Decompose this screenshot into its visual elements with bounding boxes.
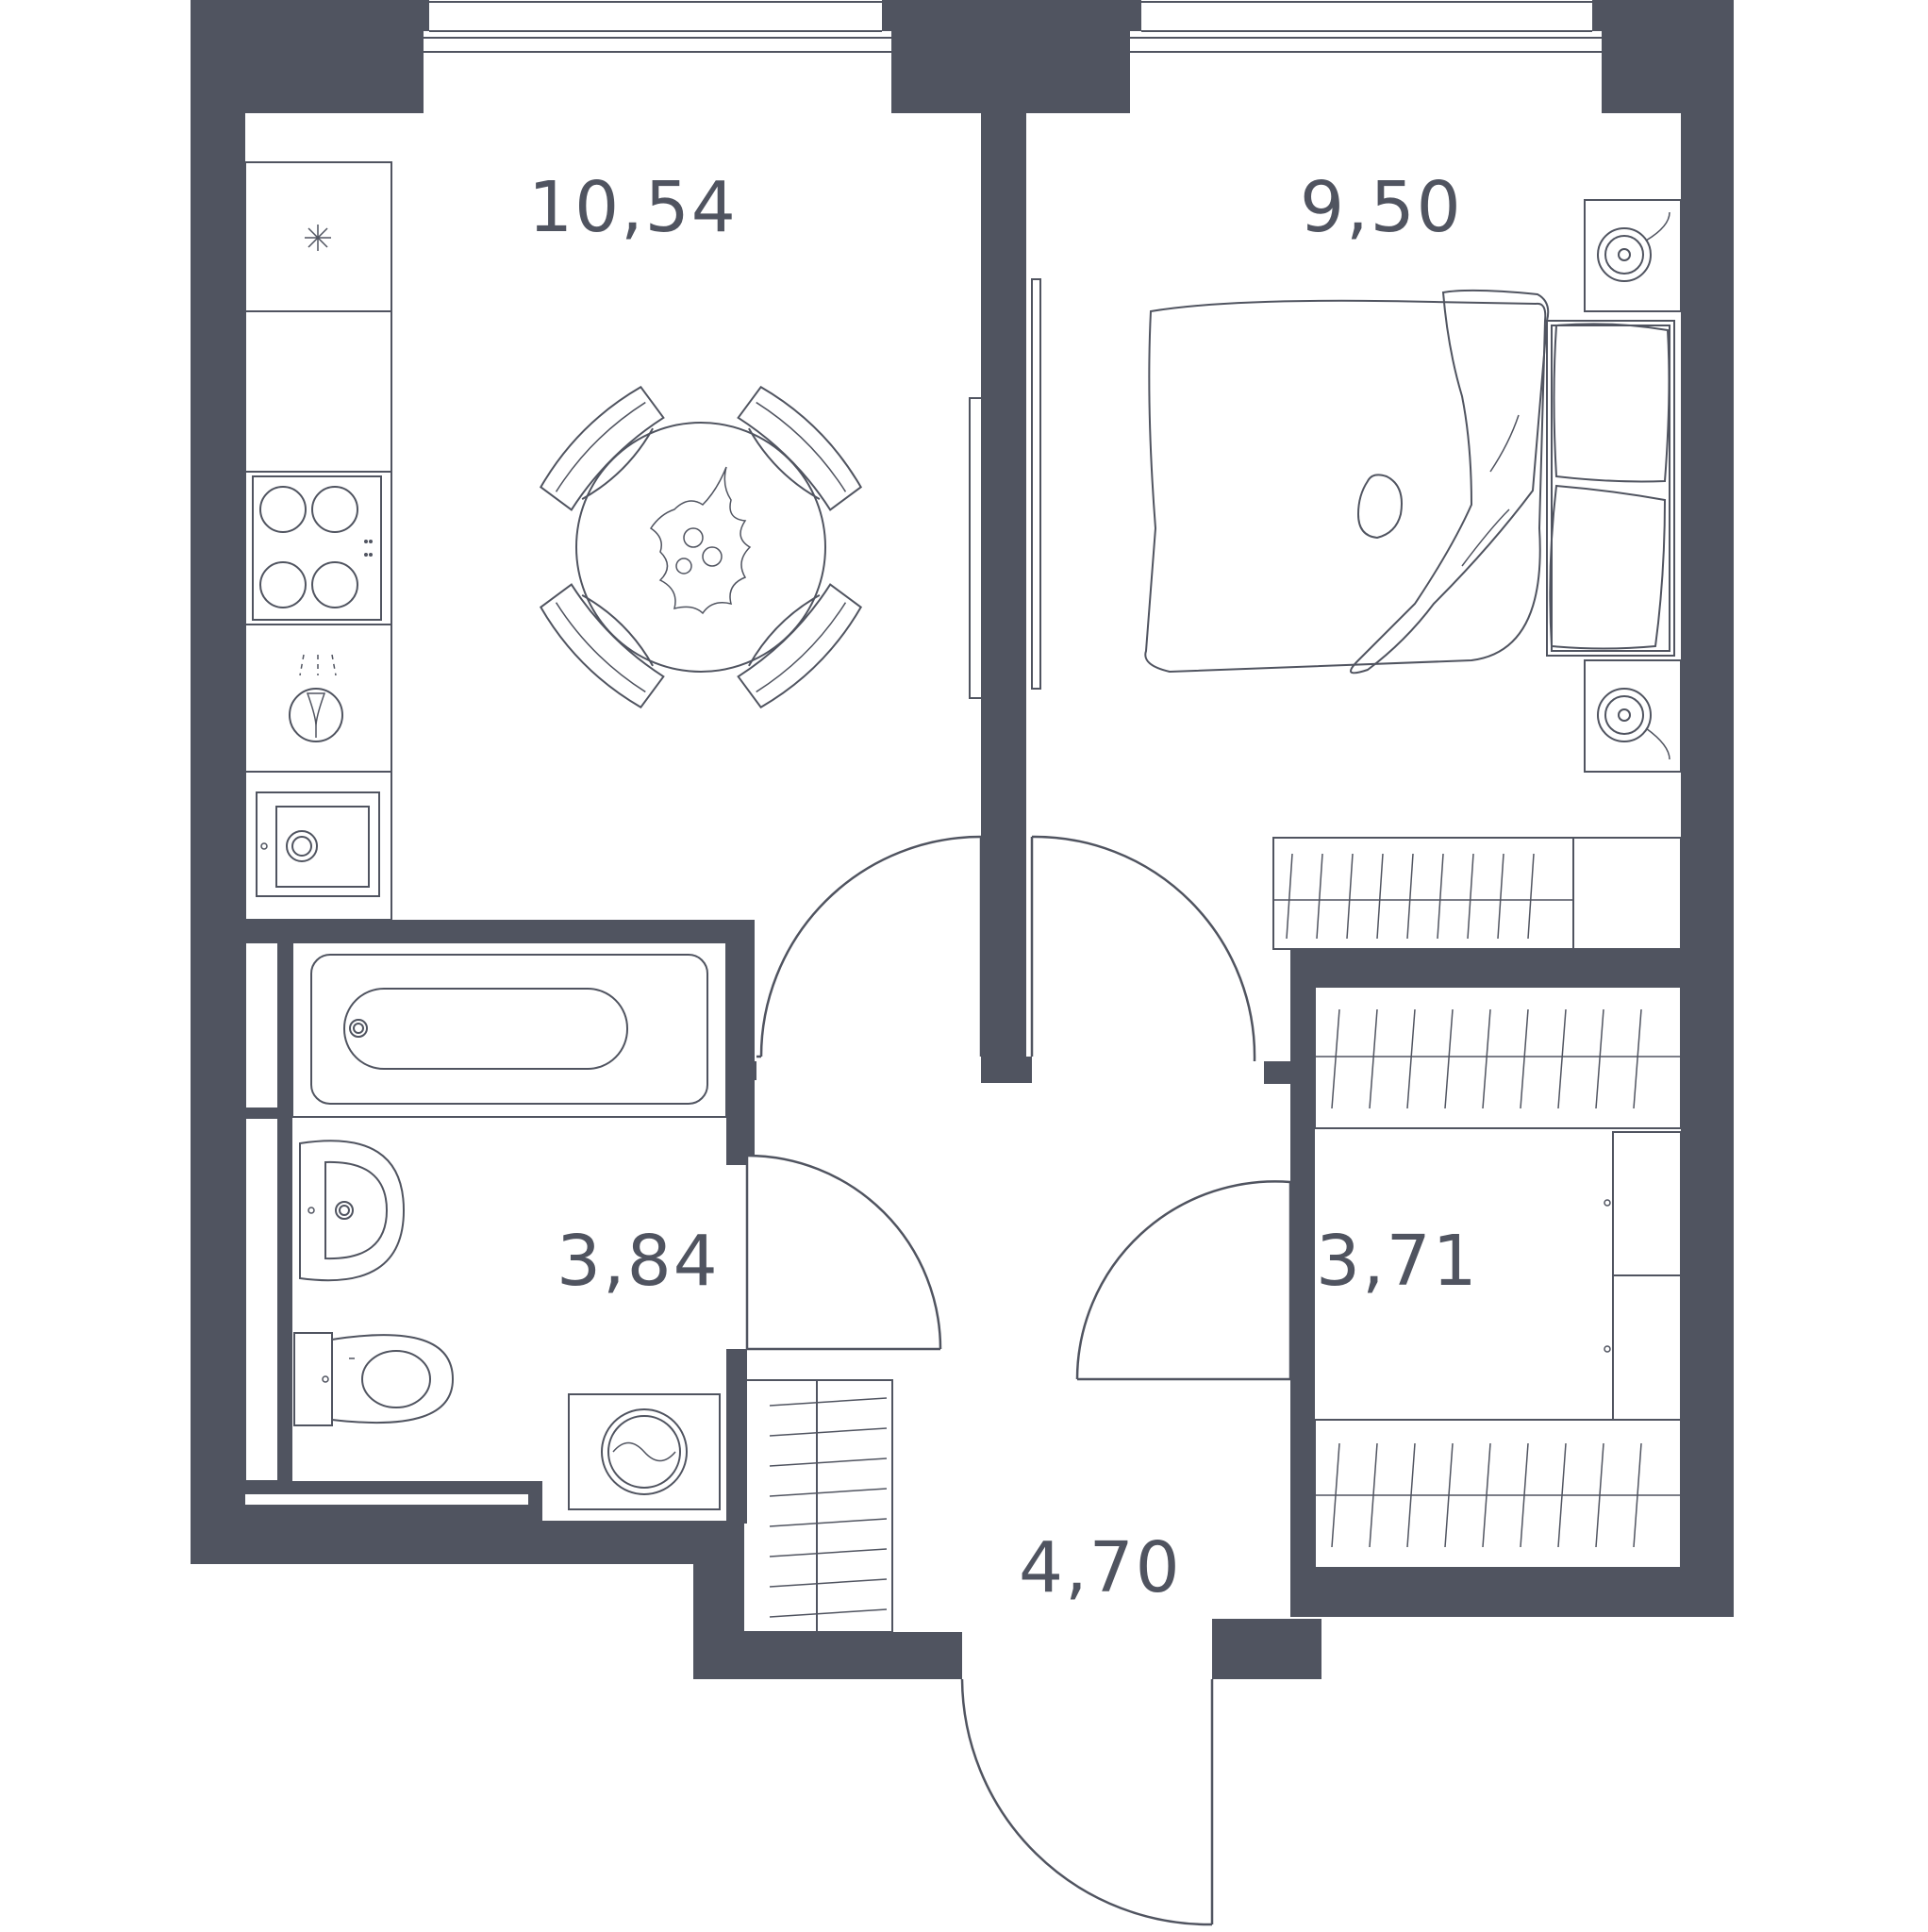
flower-vase-icon bbox=[649, 466, 752, 615]
lamp-icon bbox=[1597, 688, 1670, 760]
dining-table-icon bbox=[539, 385, 863, 709]
bedroom-area-label: 9,50 bbox=[1300, 167, 1463, 248]
doors bbox=[745, 835, 1292, 1926]
chair bbox=[737, 385, 863, 511]
dishwasher-icon bbox=[289, 654, 343, 742]
fridge-icon bbox=[305, 225, 331, 251]
tv-icon bbox=[969, 278, 1041, 699]
chair bbox=[539, 583, 665, 709]
walls bbox=[191, 0, 1734, 1679]
sink-icon bbox=[256, 791, 380, 897]
bathroom-niche bbox=[244, 941, 279, 1482]
washbasin-icon bbox=[299, 1140, 406, 1282]
washing-machine-icon bbox=[568, 1393, 721, 1510]
bathroom-area-label: 3,84 bbox=[557, 1221, 720, 1302]
kitchen-area-label: 10,54 bbox=[528, 167, 738, 248]
lamp-icon bbox=[1597, 211, 1670, 282]
wardrobe-icon bbox=[1314, 986, 1682, 1129]
wardrobe-area-label: 3,71 bbox=[1316, 1221, 1479, 1302]
shelf-unit bbox=[1604, 1131, 1682, 1421]
hallway-wardrobe bbox=[742, 1379, 893, 1633]
toilet-icon bbox=[293, 1332, 455, 1426]
wardrobe-icon bbox=[1272, 837, 1682, 950]
windows bbox=[424, 1, 1602, 53]
kitchen-counter bbox=[244, 161, 392, 921]
wardrobe-icon bbox=[1314, 1419, 1682, 1569]
chair bbox=[539, 385, 665, 511]
hallway-area-label: 4,70 bbox=[1019, 1527, 1182, 1608]
bathtub-icon bbox=[291, 941, 727, 1118]
chair bbox=[737, 583, 863, 709]
bed-icon bbox=[1144, 199, 1682, 773]
hob-icon bbox=[252, 475, 382, 621]
